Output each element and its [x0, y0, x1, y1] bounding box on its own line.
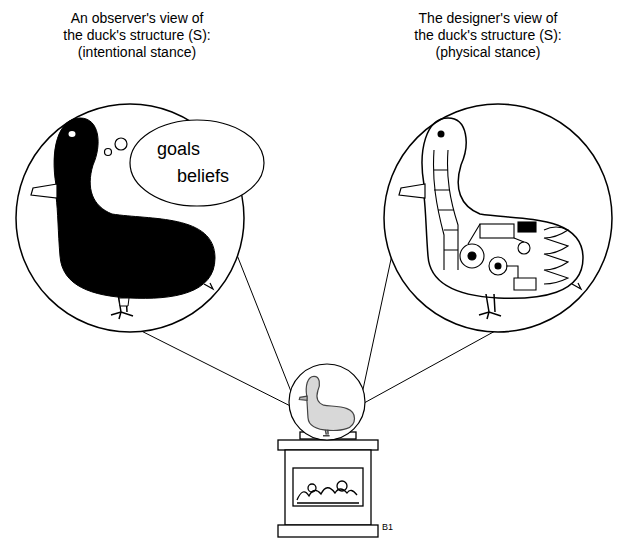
pedestal-body [285, 450, 371, 525]
pedestal-panel [293, 468, 363, 506]
duck-tail-mark [572, 283, 581, 289]
bubble-outline [130, 120, 264, 206]
mechanism-box [518, 222, 536, 232]
mechanism [433, 150, 568, 290]
gear [460, 244, 484, 268]
lens-circle: The designer's view of the duck's struct… [383, 103, 613, 333]
gear-hub [495, 263, 501, 269]
duck-beak [31, 184, 57, 198]
panel-scene [308, 484, 316, 492]
duck-eye [438, 131, 445, 138]
duck-legs [111, 294, 133, 319]
circle-outline [384, 104, 612, 332]
small-duck [299, 376, 354, 435]
view-heading: The designer's view of the duck's struct… [413, 10, 563, 61]
duck-legs [323, 430, 330, 436]
lens-circle: goalsbeliefsAn observer's view of the du… [15, 103, 245, 333]
thought-bubble: goals beliefs [129, 119, 265, 207]
duck-legs [479, 294, 501, 319]
view-heading: An observer's view of the duck's structu… [62, 10, 212, 61]
thought-dot [115, 138, 127, 150]
panel-scene [297, 488, 359, 503]
bubble-outline [129, 119, 265, 207]
pedestal [278, 432, 378, 537]
duck-body [306, 376, 354, 430]
leader-line [235, 250, 292, 394]
gear [518, 242, 530, 254]
tube-rings [434, 170, 458, 250]
leader-line [362, 250, 393, 394]
callout-label: B1 [382, 522, 393, 533]
mechanism-box [514, 278, 536, 290]
pedestal-cap [278, 440, 378, 450]
duck-leg-joint [119, 298, 129, 306]
thought-word: beliefs [177, 166, 229, 187]
thought-word: goals [157, 139, 200, 160]
circle-outline [383, 103, 613, 333]
lens-ground [384, 104, 612, 332]
gear [489, 257, 507, 275]
mechanical-duck [399, 118, 583, 319]
intestine-coil [544, 227, 568, 284]
gear-hub [468, 252, 476, 260]
pedestal-base [278, 525, 378, 537]
circle-outline [16, 104, 244, 332]
thought-dot [105, 149, 112, 156]
black-duck [31, 118, 215, 319]
rods [468, 224, 524, 278]
duck-beak [299, 396, 307, 400]
duck-beak [399, 184, 425, 198]
duck-outline [422, 118, 583, 298]
mechanism-box [480, 224, 514, 238]
duck-eye [69, 131, 76, 137]
small-lens [289, 364, 365, 440]
duck-tail-mark [204, 283, 213, 289]
panel-scene [337, 481, 347, 491]
duck-body [54, 118, 215, 298]
